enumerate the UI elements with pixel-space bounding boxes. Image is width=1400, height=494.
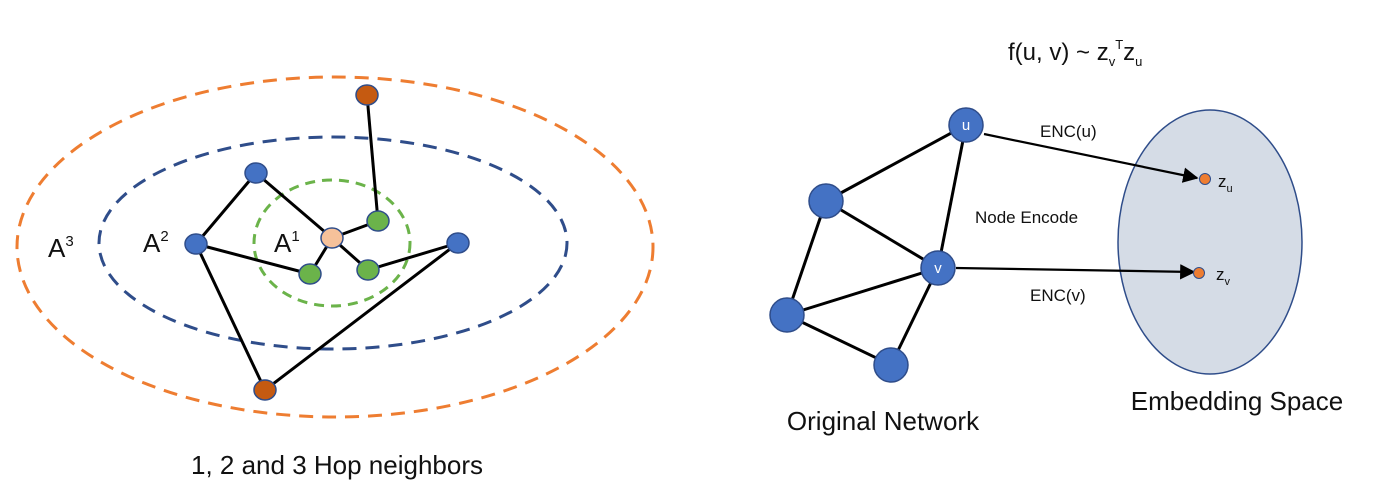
z-v-label: zv [1216, 265, 1231, 288]
node-u-label: u [962, 117, 970, 134]
hop1-ring [252, 178, 412, 308]
left-nodes [184, 84, 470, 401]
z-v-point [1193, 267, 1205, 279]
hop1-node [366, 210, 390, 232]
center-node [320, 227, 344, 249]
hop2-node [184, 233, 208, 255]
network-edges [785, 123, 968, 367]
similarity-formula: f(u, v) ~ zvTzu [1008, 37, 1142, 69]
hop1-node [298, 263, 322, 285]
hop3-label: A3 [48, 233, 74, 263]
edge [786, 313, 892, 367]
enc-v-arrow [955, 264, 1196, 280]
enc-v-label: ENC(v) [1030, 286, 1086, 305]
embedding-space [1117, 109, 1303, 375]
left-edges [194, 94, 459, 392]
hop3-node [355, 84, 379, 106]
edge [786, 266, 939, 317]
edge [255, 171, 333, 240]
edge [264, 241, 459, 392]
edge [936, 124, 968, 269]
network-node [769, 297, 805, 333]
edge [889, 267, 940, 366]
node-v-label: v [934, 260, 942, 277]
z-u-point [1199, 173, 1211, 185]
embedding-caption: Embedding Space [1131, 386, 1343, 416]
network-caption: Original Network [787, 406, 980, 436]
node-v [920, 250, 956, 286]
edge [825, 123, 967, 203]
hop1-node [356, 259, 380, 281]
hop2-label: A2 [143, 228, 169, 258]
hop3-node [253, 379, 277, 401]
node-u [948, 107, 984, 143]
enc-u-label: ENC(u) [1040, 122, 1097, 141]
edge [785, 200, 828, 316]
left-caption: 1, 2 and 3 Hop neighbors [191, 450, 483, 480]
hop1-label: A1 [274, 228, 300, 258]
edge [194, 243, 267, 391]
edge [365, 94, 380, 222]
edge [367, 241, 459, 272]
edge [194, 172, 258, 245]
embedding-diagram: f(u, v) ~ zvTzu u v ENC [769, 37, 1343, 436]
enc-u-arrow [983, 132, 1199, 183]
network-node [808, 183, 844, 219]
hop2-node [446, 232, 470, 254]
hop2-node [244, 162, 268, 184]
edge [825, 199, 939, 270]
hop2-ring [97, 135, 569, 351]
hop3-ring [15, 75, 655, 419]
node-encode-label: Node Encode [975, 208, 1078, 227]
edge [195, 242, 311, 276]
network-nodes [769, 107, 984, 383]
z-u-label: zu [1218, 172, 1233, 195]
hop-neighbors-diagram: A3 A2 A1 1, 2 and 3 Hop neighbors [15, 75, 655, 480]
network-node [873, 347, 909, 383]
